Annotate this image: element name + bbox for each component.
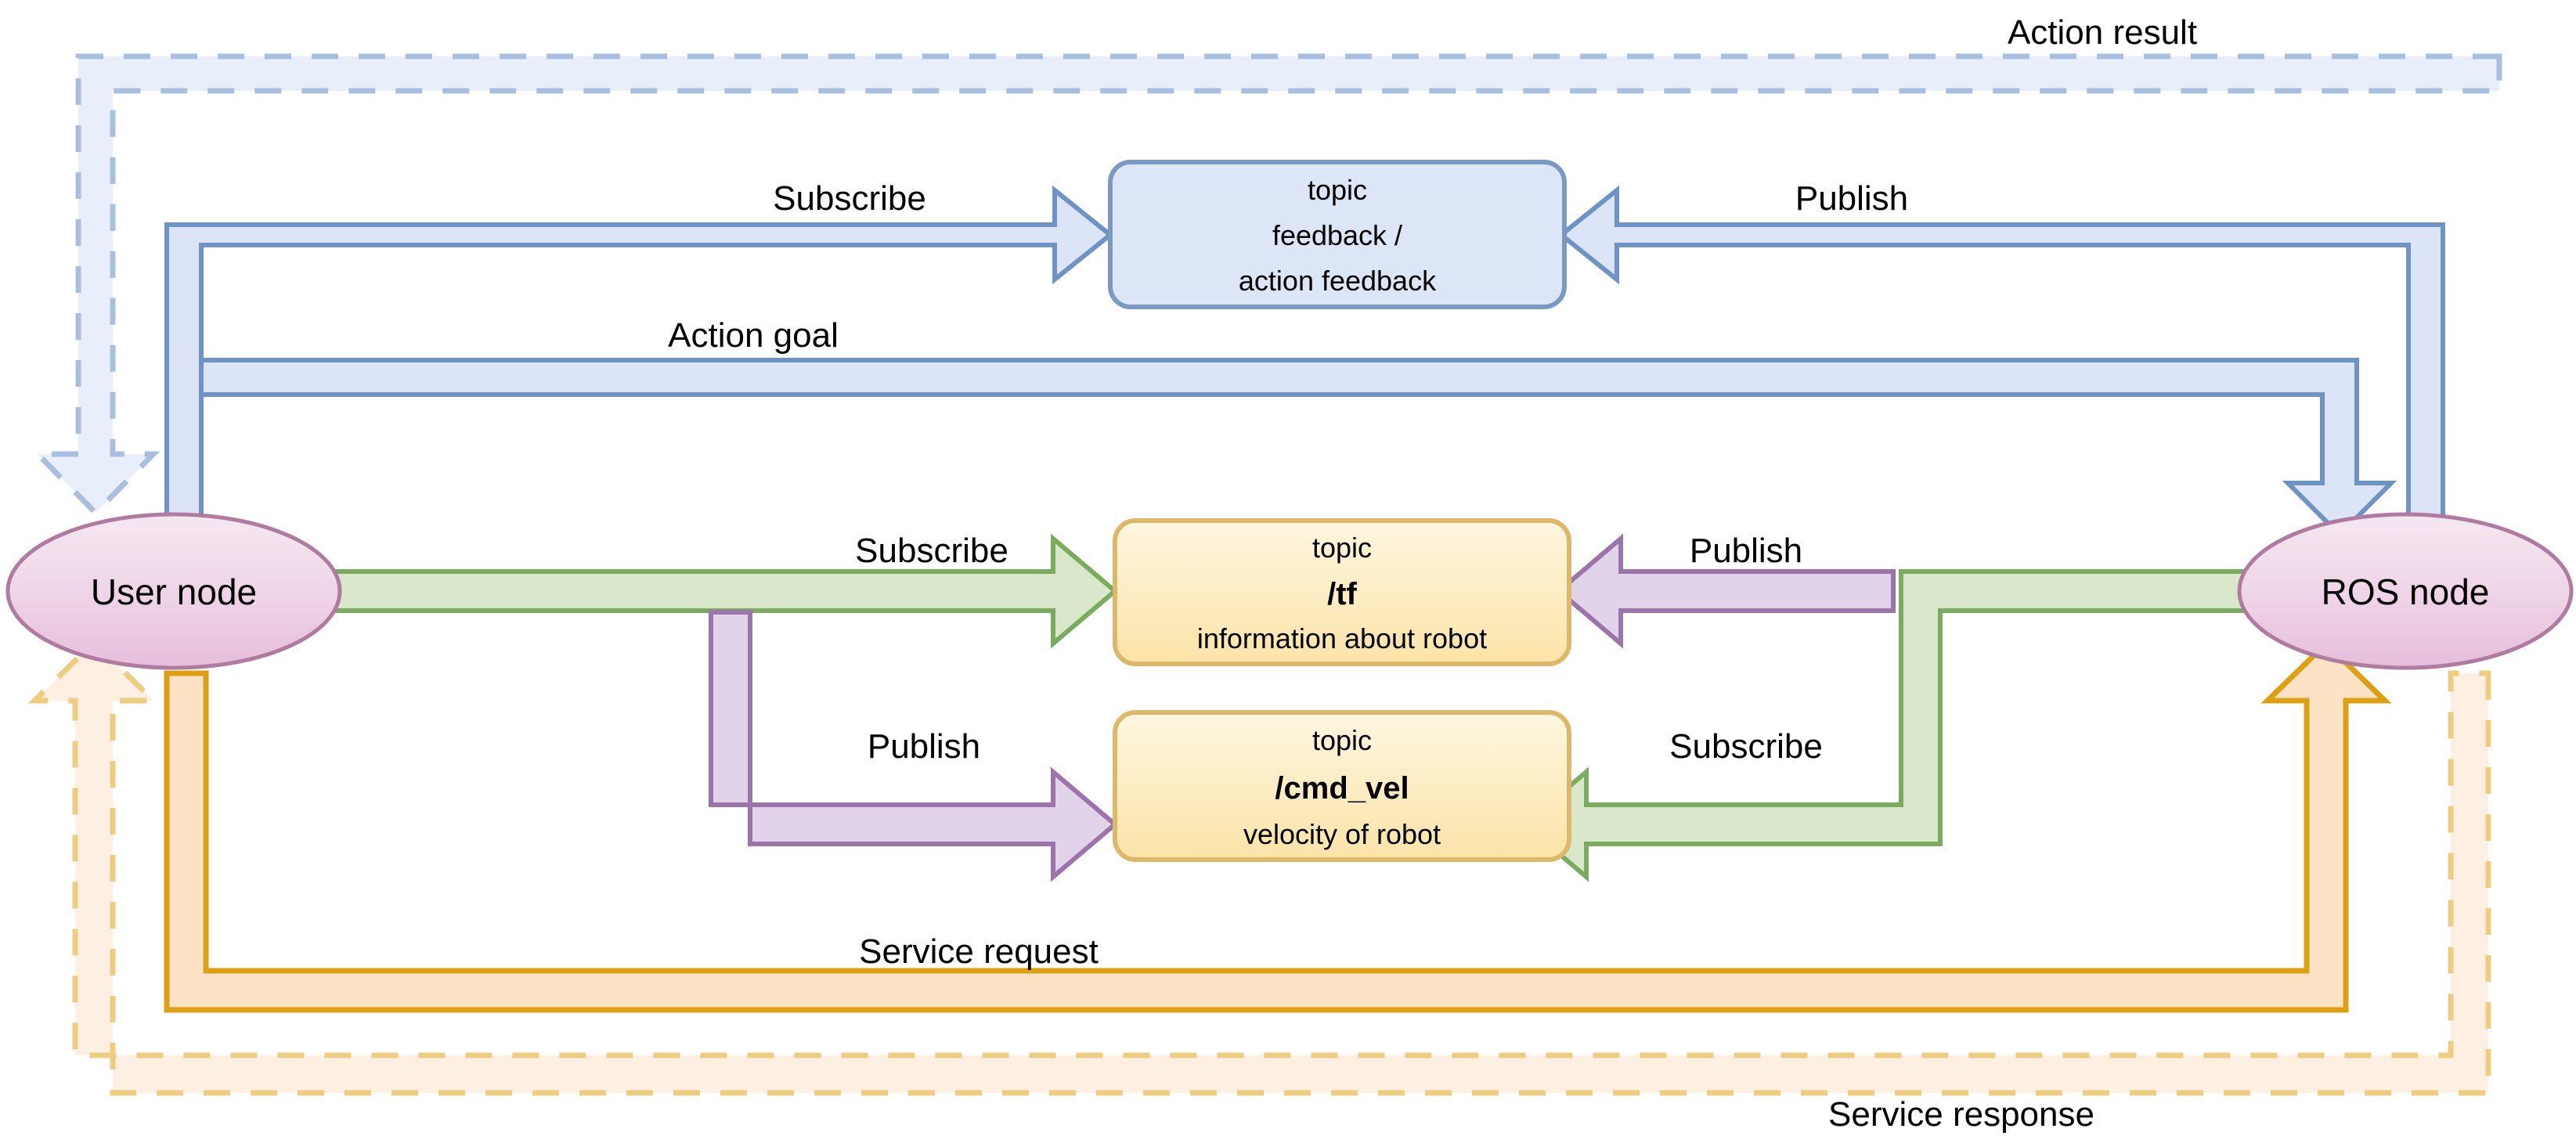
topic-box-cmd-vel[interactable]: topic /cmd_vel velocity of robot	[1113, 710, 1571, 862]
arrow-publish-feedback	[1557, 185, 2445, 519]
label-service-response: Service response	[1828, 1095, 2094, 1134]
node-ros-label: ROS node	[2322, 572, 2490, 612]
node-user-label: User node	[91, 572, 257, 612]
label-publish-feedback: Publish	[1795, 179, 1908, 218]
topic-box-tf[interactable]: topic /tf information about robot	[1113, 518, 1571, 666]
label-publish-cmdvel: Publish	[868, 727, 980, 766]
arrow-publish-tf	[1555, 533, 1896, 649]
topic-cmdvel-line1: topic	[1312, 724, 1372, 756]
topic-tf-line2: /tf	[1327, 577, 1357, 611]
node-user[interactable]: User node	[5, 512, 342, 670]
arrow-service-response	[27, 638, 2491, 1096]
label-publish-tf: Publish	[1690, 532, 1802, 570]
topic-tf-line3: information about robot	[1197, 622, 1487, 654]
label-subscribe-cmdvel: Subscribe	[1669, 727, 1823, 766]
label-action-result: Action result	[2008, 13, 2197, 52]
topic-box-feedback[interactable]: topic feedback / action feedback	[1108, 160, 1567, 309]
node-ros[interactable]: ROS node	[2237, 512, 2574, 670]
topic-tf-line1: topic	[1312, 532, 1372, 564]
label-service-request: Service request	[859, 932, 1099, 971]
topic-cmdvel-line3: velocity of robot	[1243, 818, 1441, 850]
arrow-service-request	[164, 640, 2392, 1013]
topic-cmdvel-line2: /cmd_vel	[1275, 771, 1409, 806]
label-subscribe-feedback: Subscribe	[773, 179, 926, 218]
topic-feedback-line1: topic	[1308, 174, 1367, 206]
topic-feedback-line2: feedback /	[1272, 219, 1402, 251]
label-subscribe-tf: Subscribe	[855, 532, 1008, 570]
arrow-publish-cmdvel	[709, 610, 1119, 882]
label-action-goal: Action goal	[668, 316, 839, 355]
arrow-action-result	[31, 53, 2502, 517]
topic-feedback-line3: action feedback	[1239, 265, 1437, 297]
